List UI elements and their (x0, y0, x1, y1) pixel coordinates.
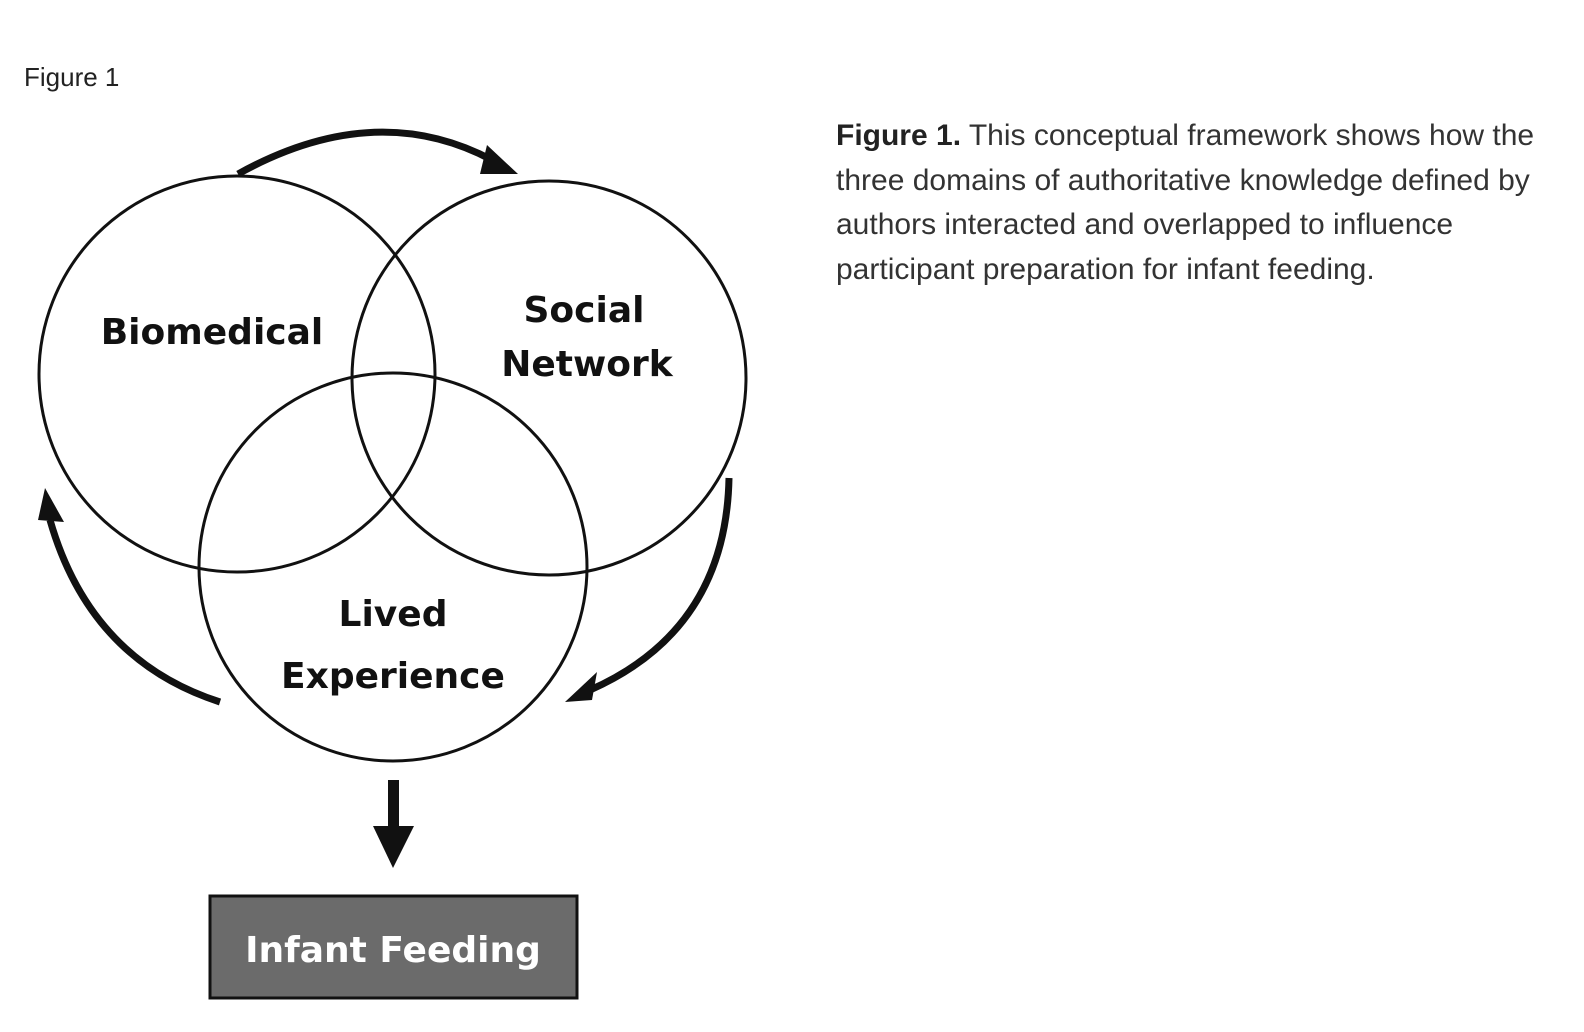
infant-feeding-box (208, 894, 579, 1000)
caption-body: This conceptual framework shows how the … (836, 119, 1535, 286)
down-arrow-shaft (388, 780, 399, 830)
social-label-line2: Network (501, 344, 673, 385)
figure-label: Figure 1 (24, 62, 120, 92)
caption-title: Figure 1. (836, 119, 962, 152)
left-arrowhead (38, 488, 64, 522)
lived-label-line2: Experience (281, 656, 505, 697)
biomedical-label: Biomedical (101, 312, 324, 353)
left-cycle-arrow (46, 519, 222, 706)
lived-label-line1: Lived (339, 594, 448, 635)
lived-experience-circle (197, 371, 589, 763)
biomedical-circle (37, 174, 437, 574)
top-arrowhead (480, 145, 518, 174)
right-cycle-arrow (588, 477, 733, 694)
right-arrowhead (565, 672, 597, 702)
framework-diagram: Biomedical Social Network Lived Experien… (37, 128, 748, 1000)
down-arrowhead (373, 826, 414, 868)
top-cycle-arrow (236, 128, 494, 178)
figure-caption: Figure 1. This conceptual framework show… (836, 114, 1556, 292)
infant-feeding-label: Infant Feeding (245, 930, 541, 971)
social-label-line1: Social (524, 290, 645, 331)
